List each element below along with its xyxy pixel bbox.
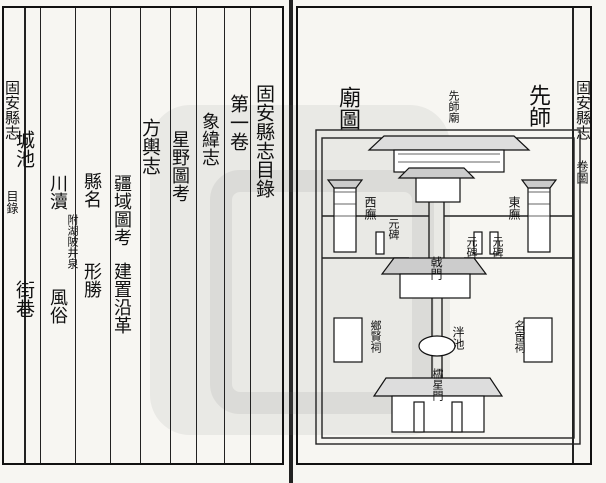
left-margin-rule	[24, 8, 26, 463]
margin-section: 卷圖	[575, 160, 589, 184]
contents-title: 固安縣志目錄	[253, 84, 275, 198]
toc-entry-xianming: 縣名	[81, 172, 102, 208]
label-minghuan: 名宦祠	[513, 320, 526, 353]
left-page	[0, 0, 289, 483]
label-xianshimiao: 先師廟	[447, 90, 460, 123]
column-rule	[140, 8, 141, 463]
column-rule	[75, 8, 76, 463]
volume-heading: 第一卷	[227, 94, 249, 151]
toc-entry-chuandu-note: 附湖陂井泉	[66, 214, 79, 269]
toc-entry-chuandu: 川瀆	[47, 174, 68, 210]
label-lingxing: 櫺星門	[431, 368, 444, 401]
toc-entry-jiexiang: 街巷	[13, 280, 35, 318]
toc-entry-chengchi: 城池	[13, 130, 35, 168]
figure-title-b: 廟圖	[335, 86, 360, 130]
toc-entry-fengsu: 風俗	[47, 288, 68, 324]
left-page-frame	[2, 6, 284, 465]
temple-plan-illustration	[315, 129, 581, 445]
margin-title: 固安縣志	[3, 80, 21, 140]
toc-entry-jiangyu: 疆域圖考	[111, 174, 132, 246]
label-jimen: 戟門	[429, 256, 443, 280]
margin-title: 固安縣志	[574, 80, 592, 140]
label-xiwu: 西廡	[363, 196, 377, 220]
column-rule	[40, 8, 41, 463]
label-panchi: 泮池	[451, 326, 465, 350]
right-margin-rule	[572, 8, 574, 463]
column-rule	[170, 8, 171, 463]
column-rule	[196, 8, 197, 463]
label-xiangxian: 鄉賢祠	[369, 320, 382, 353]
toc-entry-xingsheng: 形勝	[81, 262, 102, 298]
toc-entry-fangyu: 方輿志	[139, 118, 161, 175]
right-page-frame	[296, 6, 592, 465]
label-yuanbei-w: 元碑	[387, 218, 400, 240]
column-rule	[250, 8, 251, 463]
figure-title-a: 先師	[525, 84, 550, 128]
label-yuanbei-e: 元碑	[491, 236, 504, 258]
label-yuanbei-e2: 元碑	[465, 236, 478, 258]
column-rule	[110, 8, 111, 463]
label-dongwu: 東廡	[507, 196, 521, 220]
toc-entry-xiangwei: 象緯志	[199, 112, 220, 166]
column-rule	[224, 8, 225, 463]
toc-entry-xingye: 星野圖考	[169, 130, 190, 202]
toc-entry-jianzhi: 建置沿革	[111, 262, 132, 334]
book-gutter	[289, 0, 293, 483]
margin-section: 目錄	[5, 190, 19, 214]
